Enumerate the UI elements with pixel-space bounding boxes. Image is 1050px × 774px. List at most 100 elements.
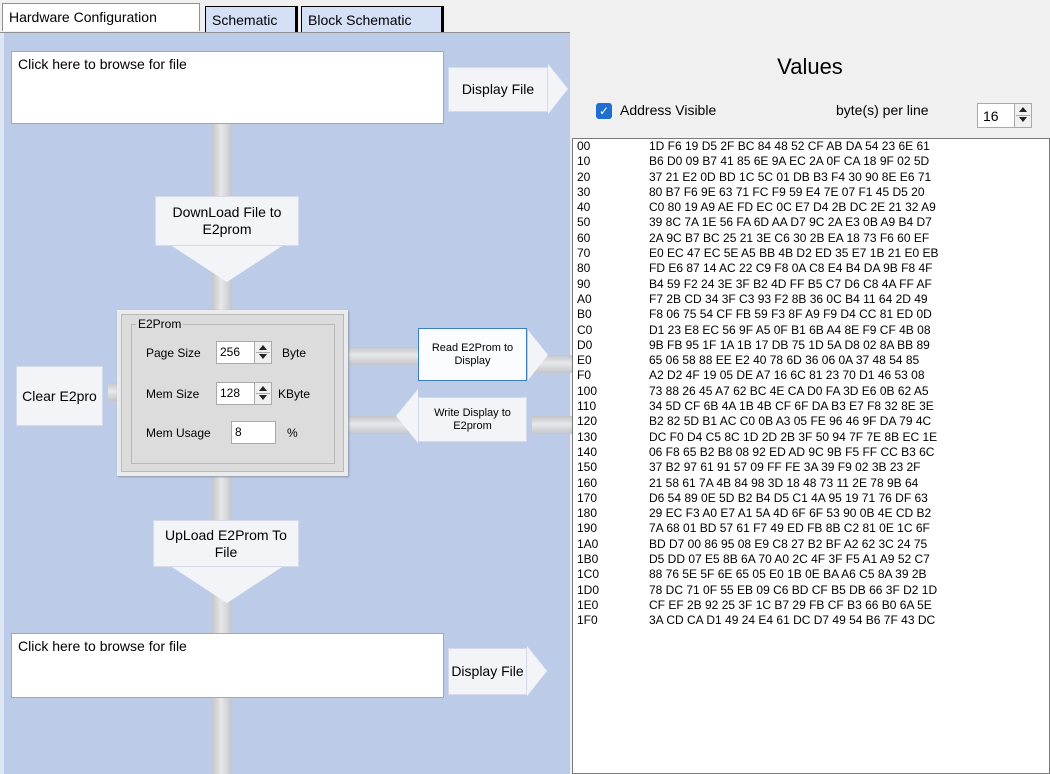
hex-row-address: 1D0 [577,582,600,597]
hex-row-bytes: FD E6 87 14 AC 22 C9 F8 0A C8 E4 B4 DA 9… [649,261,933,276]
page-size-spin-buttons[interactable] [254,342,271,363]
hex-row-address: 1C0 [577,567,600,582]
hex-row: D0 9B FB 95 1F 1A 1B 17 DB 75 1D 5A D8 02… [573,338,1049,353]
hex-row-address: E0 [577,353,592,368]
upload-e2prom-to-file-button[interactable]: UpLoad E2Prom To File [153,520,299,567]
hex-row-bytes: D6 54 89 0E 5D B2 B4 D5 C1 4A 95 19 71 7… [649,490,928,505]
hex-row-address: 40 [577,200,591,215]
hex-row-address: B0 [577,307,592,322]
bytes-per-line-spin-buttons[interactable] [1014,104,1031,127]
hex-row: 90 B4 59 F2 24 3E 3F B2 4D FF B5 C7 D6 C8… [573,277,1049,292]
address-visible-label: Address Visible [620,102,717,118]
hex-row-address: 30 [577,184,591,199]
tab-bar: Hardware Configuration Schematic Block S… [0,0,1050,33]
page-size-unit: Byte [282,346,307,360]
e2prom-panel: E2Prom Page Size 256 Byte Mem Size 128 K… [117,310,348,476]
hex-row-address: C0 [577,322,593,337]
mem-size-spinner[interactable]: 128 [216,382,272,405]
hex-row: 110 34 5D CF 6B 4A 1B 4B CF 6F DA B3 E7 F… [573,399,1049,414]
mem-size-spin-buttons[interactable] [254,383,271,404]
tab-divider [0,32,570,33]
hex-row-bytes: D5 DD 07 E5 8B 6A 70 A0 2C 4F 3F F5 A1 A… [649,552,930,567]
hex-row: B0 F8 06 75 54 CF FB 59 F3 8F A9 F9 D4 CC… [573,307,1049,322]
hex-row-bytes: 34 5D CF 6B 4A 1B 4B CF 6F DA B3 E7 F8 3… [649,399,934,414]
write-arrow [396,389,418,443]
hex-row-address: 80 [577,261,591,276]
mem-size-unit: KByte [278,387,311,401]
hex-row-bytes: F8 06 75 54 CF FB 59 F3 8F A9 F9 D4 CC 8… [649,307,932,322]
read-e2prom-to-display-button[interactable]: Read E2Prom to Display [418,328,527,381]
hex-row: 1E0 CF EF 2B 92 25 3F 1C B7 29 FB CF B3 6… [573,598,1049,613]
hex-row-address: 90 [577,276,591,291]
hex-row-bytes: C0 80 19 A9 AE FD EC 0C E7 D4 2B DC 2E 2… [649,200,936,215]
bytes-per-line-spinner[interactable]: 16 [977,103,1032,128]
download-file-to-e2prom-button[interactable]: DownLoad File to E2prom [155,196,299,246]
hex-row-bytes: B4 59 F2 24 3E 3F B2 4D FF B5 C7 D6 C8 4… [649,276,932,291]
clear-e2prom-button[interactable]: Clear E2pro [16,366,103,426]
hex-row-bytes: 37 21 E2 0D BD 1C 5C 01 DB B3 F4 30 90 8… [649,169,932,184]
hex-row-address: 110 [577,399,597,414]
page-size-label: Page Size [146,346,201,360]
address-visible-checkbox[interactable]: ✓ [596,103,612,119]
hex-row: 150 37 B2 97 61 91 57 09 FF FE 3A 39 F9 0… [573,460,1049,475]
tab-schematic[interactable]: Schematic [205,6,298,33]
hex-row-address: 180 [577,506,598,521]
hex-row-bytes: 2A 9C B7 BC 25 21 3E C6 30 2B EA 18 73 F… [649,230,930,245]
hex-row-address: 160 [577,475,598,490]
tab-block-schematic[interactable]: Block Schematic [301,6,444,33]
e2prom-group: E2Prom Page Size 256 Byte Mem Size 128 K… [131,317,335,464]
hex-row: 80 FD E6 87 14 AC 22 C9 F8 0A C8 E4 B4 DA… [573,261,1049,276]
hex-row-address: 10 [577,154,591,169]
flow-pipe-write [348,416,410,434]
hex-row-bytes: 39 8C 7A 1E 56 FA 6D AA D7 9C 2A E3 0B A… [649,215,932,230]
hex-row-bytes: 37 B2 97 61 91 57 09 FF FE 3A 39 F9 02 3… [649,460,921,475]
display-file-button-bottom[interactable]: Display File [448,648,527,695]
hex-row-address: 150 [577,460,598,475]
browse-file-input-bottom[interactable]: Click here to browse for file [11,633,444,698]
hex-row-bytes: 73 88 26 45 A7 62 BC 4E CA D0 FA 3D E6 0… [649,383,929,398]
mem-size-value: 128 [220,386,241,400]
write-display-to-e2prom-button[interactable]: Write Display to E2prom [418,397,527,442]
hex-row: E0 65 06 58 88 EE E2 40 78 6D 36 06 0A 37… [573,353,1049,368]
hex-row: 170 D6 54 89 0E 5D B2 B4 D5 C1 4A 95 19 7… [573,491,1049,506]
hex-row-bytes: F7 2B CD 34 3F C3 93 F2 8B 36 0C B4 11 6… [649,291,928,306]
bytes-per-line-value: 16 [983,108,999,124]
hex-row-address: D0 [577,337,593,352]
hex-row-address: 170 [577,490,598,505]
hex-row: 20 37 21 E2 0D BD 1C 5C 01 DB B3 F4 30 90… [573,170,1049,185]
browse-file-input-top[interactable]: Click here to browse for file [11,51,444,124]
page-size-spinner[interactable]: 256 [216,341,272,364]
hex-row-address: 1A0 [577,536,599,551]
hex-row-bytes: 65 06 58 88 EE E2 40 78 6D 36 06 0A 37 4… [649,353,920,368]
tab-hardware-configuration[interactable]: Hardware Configuration [2,3,200,31]
e2prom-group-label: E2Prom [136,317,184,331]
flow-pipe-write-right [532,416,574,434]
display-file-button-top[interactable]: Display File [448,67,548,112]
hex-row-bytes: CF EF 2B 92 25 3F 1C B7 29 FB CF B3 66 B… [649,597,932,612]
hex-row-address: 20 [577,169,591,184]
hex-row-address: 1E0 [577,597,599,612]
display-file-arrow-bottom [527,646,547,696]
bytes-per-line-label: byte(s) per line [836,102,929,118]
hex-row-bytes: 21 58 61 7A 4B 84 98 3D 18 48 73 11 2E 7… [649,475,919,490]
mem-usage-label: Mem Usage [146,426,211,440]
hex-row-bytes: 9B FB 95 1F 1A 1B 17 DB 75 1D 5A D8 02 8… [649,337,930,352]
hex-row: 160 21 58 61 7A 4B 84 98 3D 18 48 73 11 2… [573,476,1049,491]
hex-row-bytes: 7A 68 01 BD 57 61 F7 49 ED FB 8B C2 81 0… [649,521,930,536]
download-arrow [172,246,282,282]
